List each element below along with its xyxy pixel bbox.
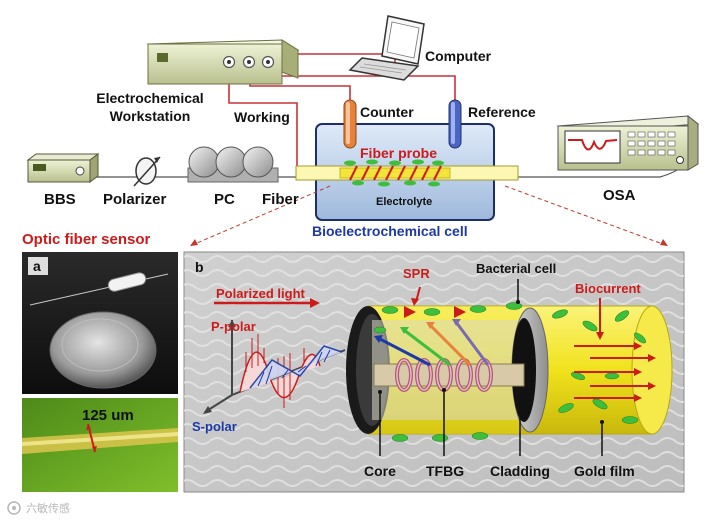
cladding-label: Cladding — [490, 463, 550, 479]
laptop-computer-icon — [348, 15, 425, 81]
polarization-waves — [203, 320, 346, 414]
core-label: Core — [364, 463, 396, 479]
biocurrent-label: Biocurrent — [575, 281, 641, 296]
counter-label: Counter — [360, 104, 414, 120]
bbs-light-source — [26, 153, 100, 183]
leader-lines — [379, 279, 603, 456]
fiber-cylinder — [346, 286, 673, 442]
zoom-lines — [189, 185, 669, 247]
panel-b-letter: b — [195, 259, 204, 275]
computer-label: Computer — [425, 48, 492, 64]
fiber-probe-label: Fiber probe — [360, 145, 437, 161]
spr-label: SPR — [403, 266, 430, 281]
workstation-label-line1: Electrochemical — [96, 90, 203, 106]
p-polar-label: P-polar — [211, 319, 256, 334]
polarized-light-label: Polarized light — [216, 286, 306, 301]
fiber-label: Fiber — [262, 191, 299, 208]
working-label: Working — [234, 109, 290, 125]
tfbg-label: TFBG — [426, 463, 464, 479]
sensor-title: Optic fiber sensor — [22, 231, 151, 248]
polarizer-icon — [133, 156, 161, 187]
osa-label: OSA — [603, 187, 636, 204]
watermark-logo: 六敏传感 — [7, 501, 70, 515]
pc-label: PC — [214, 191, 235, 208]
s-polar-label: S-polar — [192, 419, 237, 434]
polarized-light-arrow — [214, 298, 320, 308]
bbs-label: BBS — [44, 191, 76, 208]
bacterial-cell-label: Bacterial cell — [476, 261, 556, 276]
watermark-text: 六敏传感 — [26, 501, 70, 515]
reference-label: Reference — [468, 104, 536, 120]
panel-a-letter: a — [33, 258, 41, 274]
polarizer-label: Polarizer — [103, 191, 167, 208]
bioelectrochemical-cell — [295, 99, 519, 221]
workstation-label-line2: Workstation — [110, 108, 191, 124]
panel-a-photo-bottom — [22, 398, 178, 492]
polarization-controller — [187, 146, 279, 183]
panel-a-photo-top — [22, 252, 178, 394]
osa-analyzer — [556, 114, 700, 171]
electrochemical-workstation — [146, 39, 300, 85]
fiber-diameter-label: 125 um — [82, 407, 134, 424]
gold-film-label: Gold film — [574, 463, 635, 479]
cell-label: Bioelectrochemical cell — [312, 223, 468, 239]
electrolyte-label: Electrolyte — [376, 196, 432, 208]
